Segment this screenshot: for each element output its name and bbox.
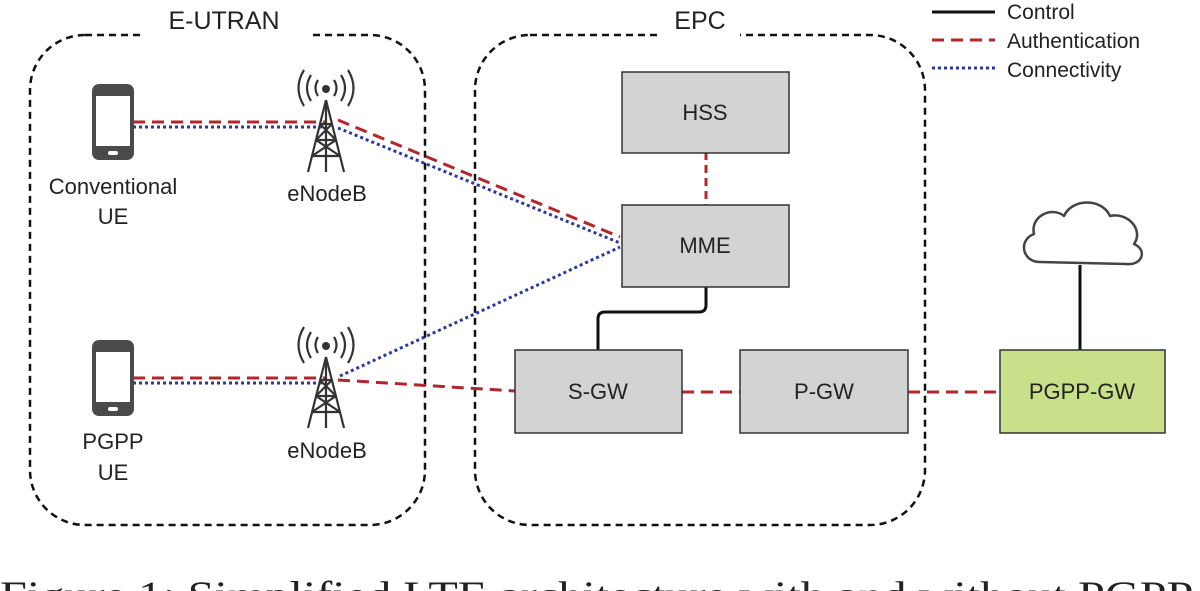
enodeb-bottom-label: eNodeB bbox=[287, 438, 367, 463]
conventional-ue-label-line2: UE bbox=[98, 204, 129, 229]
link-enb-top-mme-auth bbox=[337, 118, 621, 239]
pgpp-gw-node: PGPP-GW bbox=[999, 349, 1166, 434]
sgw-label: S-GW bbox=[568, 379, 628, 404]
link-enb-top-mme-conn bbox=[337, 126, 621, 245]
figure-caption: Figure 1: Simplified LTE architecture wi… bbox=[0, 573, 1200, 591]
pgpp-gw-label: PGPP-GW bbox=[1029, 379, 1136, 404]
eutran-region bbox=[28, 33, 427, 527]
pgw-label: P-GW bbox=[794, 379, 854, 404]
pgpp-ue-smartphone-icon bbox=[92, 340, 134, 416]
enodeb-top-label: eNodeB bbox=[287, 181, 367, 206]
conventional-ue-smartphone-icon bbox=[92, 84, 134, 160]
hss-node: HSS bbox=[621, 71, 790, 154]
hss-label: HSS bbox=[682, 100, 727, 125]
link-mme-sgw-control bbox=[596, 287, 708, 350]
pgpp-ue-label-line1: PGPP bbox=[82, 429, 143, 454]
conventional-ue-label-line1: Conventional bbox=[49, 174, 177, 199]
legend: Control Authentication Connectivity bbox=[932, 1, 1140, 82]
link-enb-bottom-sgw-auth bbox=[337, 378, 516, 393]
legend-control-label: Control bbox=[1007, 1, 1075, 24]
mme-node: MME bbox=[621, 204, 790, 288]
enodeb-bottom-cell-tower-icon bbox=[297, 326, 355, 429]
pgpp-ue-label-line2: UE bbox=[98, 460, 129, 485]
pgw-node: P-GW bbox=[739, 349, 909, 434]
epc-title: EPC bbox=[674, 7, 725, 35]
legend-connectivity-label: Connectivity bbox=[1007, 59, 1122, 82]
enodeb-top-cell-tower-icon bbox=[297, 69, 355, 173]
legend-authentication-label: Authentication bbox=[1007, 30, 1140, 53]
cloud-icon bbox=[1022, 201, 1144, 266]
eutran-title: E-UTRAN bbox=[168, 7, 279, 35]
sgw-node: S-GW bbox=[514, 349, 683, 434]
mme-label: MME bbox=[679, 233, 730, 258]
